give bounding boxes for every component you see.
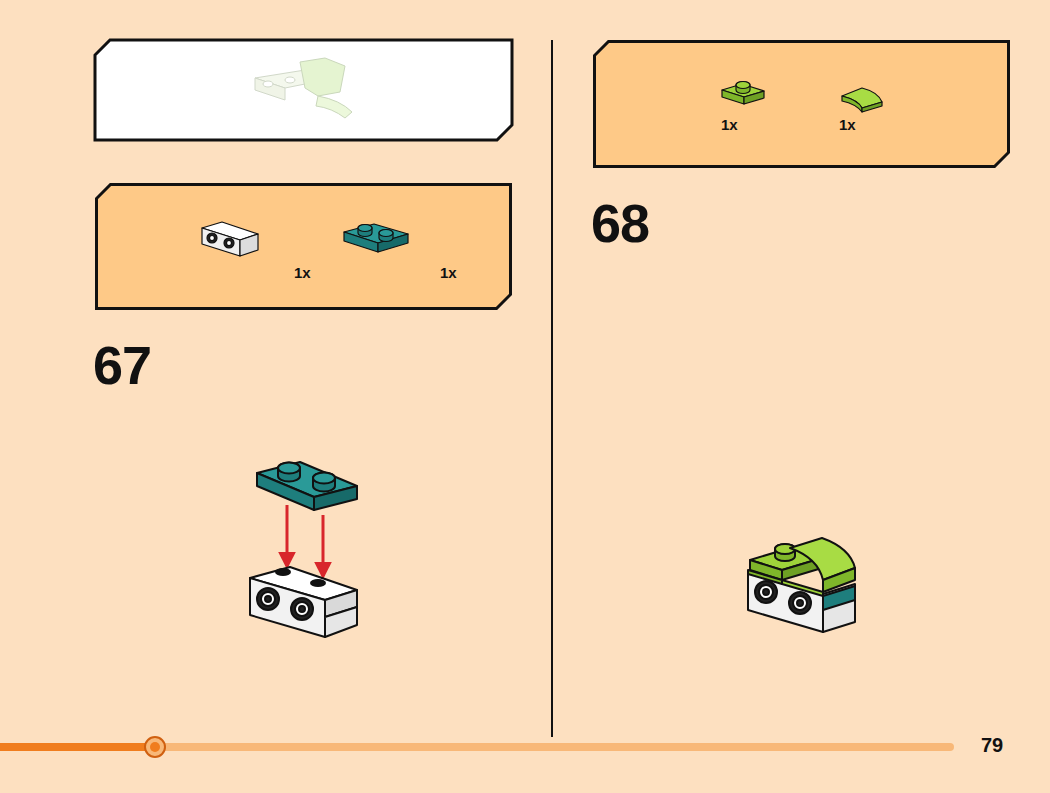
box-outline [95,183,512,310]
step-number: 67 [93,338,151,392]
parts-list-box: 1x 1x [593,40,1010,168]
page-number: 79 [981,735,1003,755]
parts-list-box: 1x 1x [95,183,512,310]
progress-marker-dot [150,742,160,752]
part-quantity: 1x [294,265,311,280]
box-border [97,185,511,309]
placement-arrow [322,515,325,576]
box-border [595,42,1009,167]
teal-plate-icon [344,224,408,252]
subassembly-box [95,40,512,140]
assembled-part [748,538,855,632]
white-bracket [250,567,357,637]
page-divider [551,40,553,737]
step-number: 68 [591,196,649,250]
part-quantity: 1x [839,117,856,132]
part-quantity: 1x [440,265,457,280]
progress-marker [145,737,165,757]
bracket-icon [202,222,258,256]
progress-fill [0,743,155,751]
subassembly-preview [255,58,352,118]
box-outline [593,40,1010,168]
part-quantity: 1x [721,117,738,132]
lime-plate-icon [722,82,764,105]
lime-slope-icon [842,88,882,112]
progress-track [0,743,950,751]
teal-plate [257,462,357,510]
placement-arrow [286,505,289,566]
